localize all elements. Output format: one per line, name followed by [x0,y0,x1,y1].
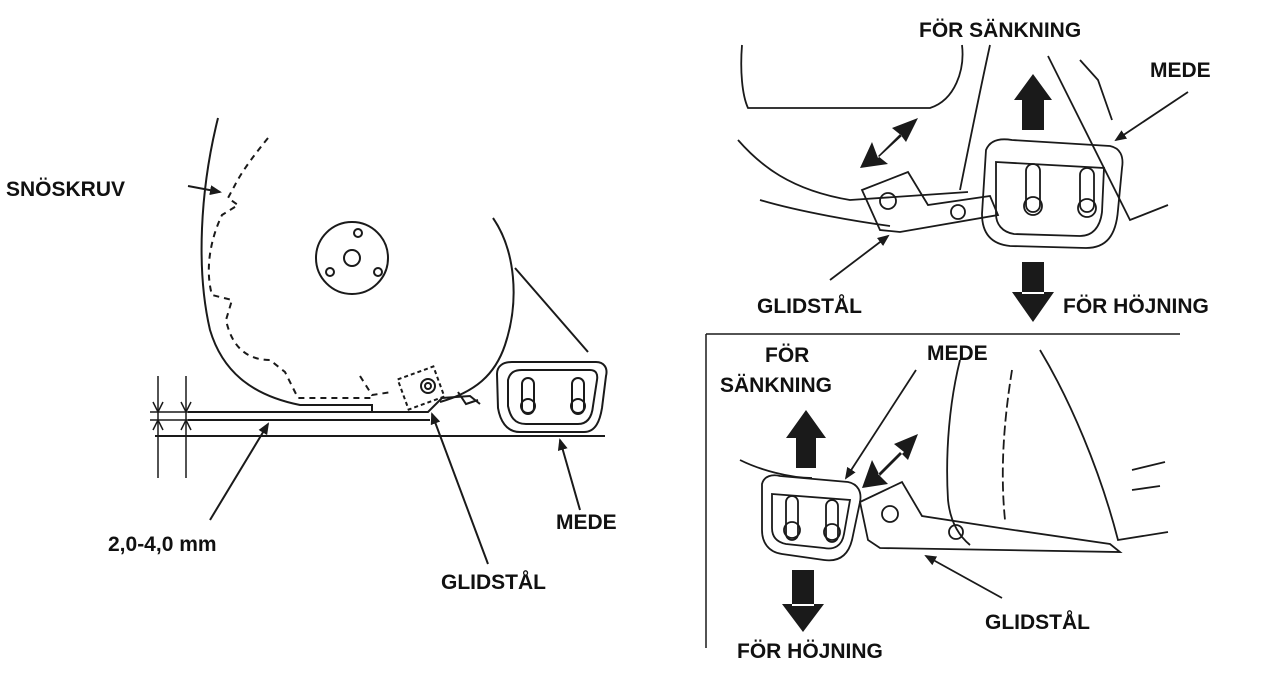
bottom-adjust-arrow [862,434,918,488]
scraper-bolt [420,378,436,394]
bottom-lower-arrow [786,410,826,468]
top-housing-arc [959,44,991,191]
bottom-scraper-plate [858,480,1123,553]
gap-dimension-arrow-top-2 [180,401,192,414]
bottom-scraper-label: GLIDSTÅL [985,610,1090,634]
bottom-right-view [739,349,1169,599]
bottom-housing-inner [1001,369,1013,521]
gap-dimension-arrow-top [152,401,164,414]
hub-bolt-3 [373,267,383,277]
auger-housing-outline [200,117,373,413]
bottom-skid-slot-left [785,495,799,541]
bottom-housing-arc [946,359,971,546]
auger-dashed-profile [207,137,372,399]
hub-bolt-1 [353,228,363,238]
bottom-lower-label-line1: FÖR [765,344,809,367]
left-skid-label: MEDE [556,511,617,534]
top-scraper-leader [829,234,890,281]
hub-bolt-2 [325,267,335,277]
skid-shoe [495,361,608,433]
top-lower-label: FÖR SÄNKNING [919,19,1081,42]
top-skid-shoe-inner [995,161,1105,237]
top-frame-right-2 [1079,59,1113,121]
left-scraper-label: GLIDSTÅL [441,570,546,594]
skid-shoe-inner [507,369,599,425]
top-skid-slot-left [1025,163,1041,213]
housing-right-wall [439,217,515,403]
top-skid-leader [1114,91,1189,142]
bottom-frame-right-2 [1131,461,1166,491]
skid-slot-right [571,377,585,415]
top-lower-arrow [1014,74,1052,130]
bottom-lower-label-line2: SÄNKNING [720,374,832,397]
bottom-scraper-bolt-1 [881,505,899,523]
auger-hub [315,221,389,295]
bottom-skid-label: MEDE [927,342,988,365]
top-skid-shoe [981,138,1124,249]
bottom-frame-right [1039,349,1169,542]
scraper-leader-line [430,412,489,565]
side-plate-edge [514,267,589,353]
top-raise-arrow [1012,262,1054,322]
top-arrows [860,74,1054,322]
gap-dimension-arrow-bottom-2 [180,418,192,431]
auger-dashed-lower [359,375,393,397]
bottom-scraper-bolt-2 [948,524,964,540]
top-side-plate [737,139,969,201]
top-skid-bolt-right [1077,198,1097,218]
top-scraper-bolt-1 [879,192,897,210]
gap-dimension-arrow-bottom [152,418,164,431]
left-side-view [150,117,608,565]
top-scraper-plate [860,170,1000,233]
bottom-scraper-leader [924,555,1003,599]
bottom-arrows [782,410,918,632]
skid-slot-left [521,377,535,415]
top-frame-right [1047,55,1169,222]
auger-label: SNÖSKRUV [6,178,125,201]
top-skid-slot-right [1079,167,1095,213]
bottom-skid-leader [844,369,917,480]
gap-dimension-line [150,376,190,478]
top-right-view [705,44,1189,648]
top-scraper-bolt-2 [950,204,966,220]
top-skid-label: MEDE [1150,59,1211,82]
gap-leader-line [209,422,270,521]
top-scraper-label: GLIDSTÅL [757,294,862,318]
scraper-bolt-inner [424,382,432,390]
top-skid-bolt-left [1023,196,1043,216]
skid-bolt-right [570,398,586,414]
top-housing-curve [740,44,964,109]
bottom-skid-shoe-inner [771,493,852,550]
skid-bolt-left [520,398,536,414]
top-adjust-arrow [860,118,918,168]
auger-hub-center [343,249,361,267]
auger-leader-line [187,185,222,196]
gap-label: 2,0-4,0 mm [108,533,217,556]
bottom-raise-arrow [782,570,824,632]
bottom-skid-slot-right [825,499,839,543]
top-side-plate-2 [759,199,891,227]
skid-leader-line [557,438,581,511]
bottom-skid-bolt-right [823,523,841,541]
top-raise-label: FÖR HÖJNING [1063,295,1209,318]
skid-bolt-bracket [457,391,479,406]
bottom-skid-bolt-left [783,521,801,539]
bottom-raise-label: FÖR HÖJNING [737,640,883,663]
bottom-skid-shoe [761,474,862,562]
